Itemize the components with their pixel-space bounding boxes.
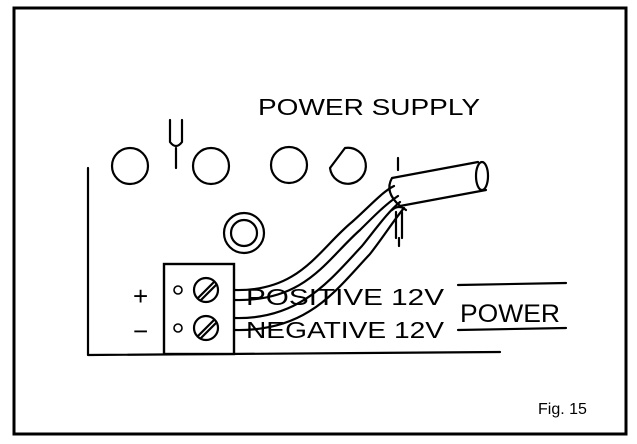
cable-jacket <box>388 160 488 208</box>
panel-hole-1 <box>110 146 150 186</box>
figure-frame <box>12 6 628 436</box>
terminal-screw-positive <box>192 276 220 304</box>
screw-slot-positive <box>196 280 218 302</box>
terminal-block <box>162 262 236 356</box>
panel-hole-3 <box>269 145 309 185</box>
positive-label: POSITIVE 12V <box>246 284 445 310</box>
wire-positive <box>232 184 396 292</box>
jack-outer-ring <box>222 211 266 255</box>
jack-inner-ring <box>229 218 259 248</box>
panel-hole-4 <box>328 146 367 185</box>
panel-outline <box>86 166 502 357</box>
power-underline <box>456 326 568 332</box>
terminal-hole-negative <box>173 323 183 333</box>
power-supply-heading: POWER SUPPLY <box>258 94 480 120</box>
terminal-screw-negative <box>192 314 220 342</box>
minus-sign: − <box>133 316 148 346</box>
wire-negative <box>232 200 402 320</box>
wire-positive-inner <box>232 194 400 302</box>
fork-symbol <box>168 118 184 170</box>
figure-caption: Fig. 15 <box>538 401 587 418</box>
wire-negative-inner <box>232 206 406 332</box>
terminal-hole-positive <box>173 285 183 295</box>
negative-label: NEGATIVE 12V <box>246 317 445 343</box>
cable-clamp <box>390 205 408 248</box>
panel-hole-2 <box>191 146 231 186</box>
screw-slot-negative <box>196 318 218 340</box>
power-label: POWER <box>460 300 560 328</box>
cable-end <box>474 160 490 192</box>
plus-sign: + <box>133 281 148 311</box>
power-overline <box>456 281 568 287</box>
